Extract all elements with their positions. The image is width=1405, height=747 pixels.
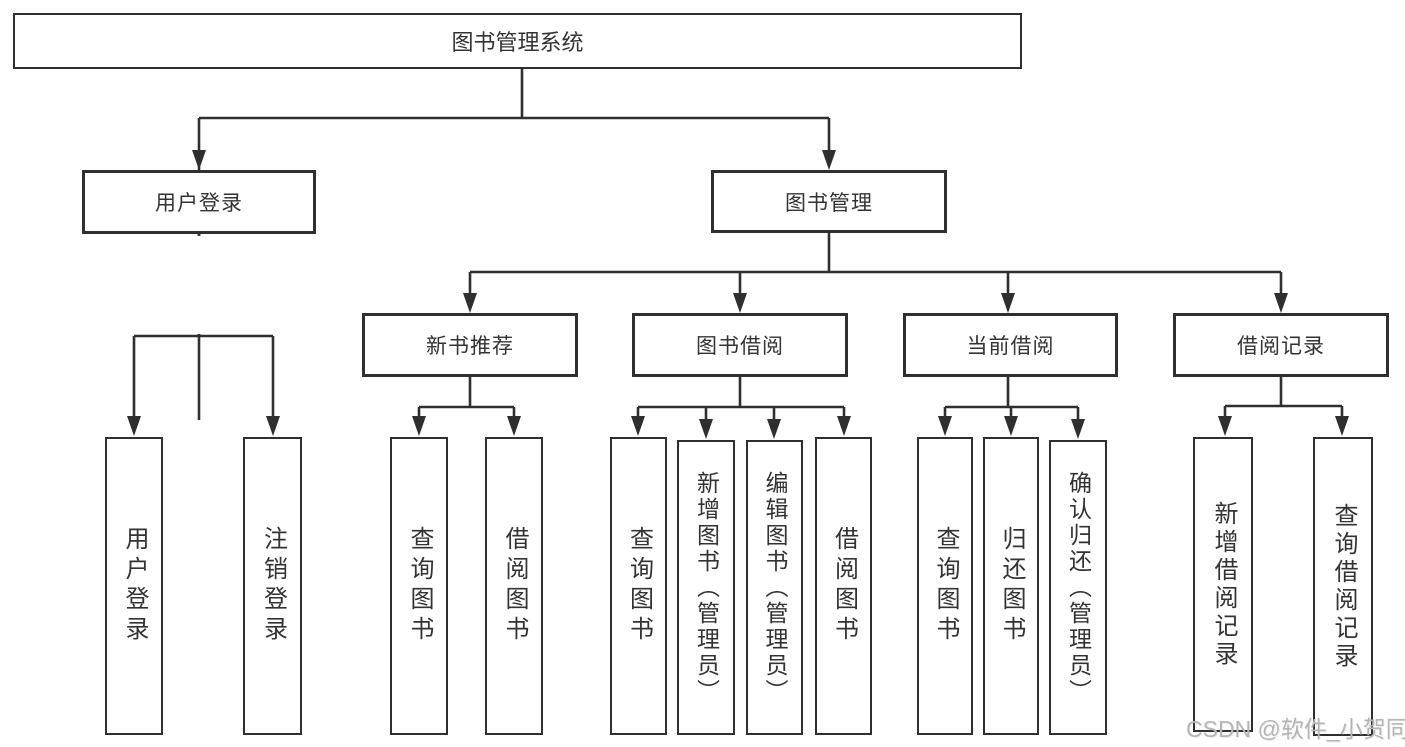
node-book-borrow-label: 图书借阅 — [696, 335, 784, 358]
node-new-book-recommend-label: 新书推荐 — [426, 335, 514, 358]
connector-newbookrec-branch — [417, 377, 516, 420]
node-current-borrow: 当前借阅 — [903, 313, 1118, 377]
leaf-return-book: 归还图书 — [983, 437, 1039, 735]
leaf-query-book-2: 查询图书 — [610, 437, 667, 735]
node-book-borrow: 图书借阅 — [632, 313, 848, 377]
leaf-borrow-book-1: 借阅图书 — [485, 437, 543, 735]
leaf-user-login: 用户登录 — [105, 437, 163, 735]
leaf-return-book-label: 归还图书 — [998, 526, 1025, 646]
leaf-borrow-book-2-label: 借阅图书 — [830, 526, 858, 646]
connector-bookmgmt-branch — [468, 233, 1283, 296]
leaf-query-borrow-record-label: 查询借阅记录 — [1330, 502, 1357, 671]
leaf-add-borrow-record-label: 新增借阅记录 — [1210, 500, 1237, 669]
leaf-add-book-admin-label: 新增图书（管理员） — [693, 470, 720, 705]
node-root-label: 图书管理系统 — [451, 30, 584, 55]
leaf-user-login-label: 用户登录 — [121, 526, 148, 646]
leaf-query-book-3: 查询图书 — [917, 437, 973, 735]
leaf-logout: 注销登录 — [243, 437, 302, 735]
csdn-watermark: CSDN @软件_小贺同学 — [1186, 716, 1405, 742]
leaf-edit-book-admin-label: 编辑图书（管理员） — [762, 470, 788, 705]
leaf-query-book-1-label: 查询图书 — [406, 526, 433, 646]
node-user-login: 用户登录 — [82, 170, 316, 234]
connector-root-to-level2 — [197, 68, 831, 420]
connector-borrowrecords-branch — [1223, 377, 1344, 420]
leaf-logout-label: 注销登录 — [259, 526, 287, 646]
leaf-query-book-1: 查询图书 — [390, 437, 448, 735]
connector-currentborrow-branch — [943, 377, 1080, 422]
leaf-confirm-return-admin-label: 确认归还（管理员） — [1065, 470, 1092, 705]
node-book-management: 图书管理 — [711, 170, 947, 233]
arrowheads — [127, 150, 1349, 439]
leaf-add-book-admin: 新增图书（管理员） — [677, 440, 735, 735]
node-current-borrow-label: 当前借阅 — [966, 335, 1055, 358]
leaf-query-book-2-label: 查询图书 — [625, 526, 653, 646]
leaf-borrow-book-2: 借阅图书 — [815, 437, 872, 735]
node-borrow-records: 借阅记录 — [1173, 313, 1389, 377]
node-borrow-records-label: 借阅记录 — [1237, 335, 1325, 358]
leaf-add-borrow-record: 新增借阅记录 — [1193, 437, 1253, 732]
node-new-book-recommend: 新书推荐 — [362, 313, 578, 377]
leaf-confirm-return-admin: 确认归还（管理员） — [1049, 440, 1107, 735]
patch — [190, 236, 208, 334]
node-user-login-label: 用户登录 — [155, 192, 243, 215]
leaf-borrow-book-1-label: 借阅图书 — [501, 526, 528, 646]
connector-bookborrow-branch — [636, 377, 846, 422]
leaf-edit-book-admin: 编辑图书（管理员） — [746, 440, 803, 735]
node-book-management-label: 图书管理 — [785, 191, 873, 215]
node-root: 图书管理系统 — [13, 13, 1022, 69]
leaf-query-borrow-record: 查询借阅记录 — [1313, 437, 1373, 736]
leaf-query-book-3-label: 查询图书 — [932, 526, 959, 646]
